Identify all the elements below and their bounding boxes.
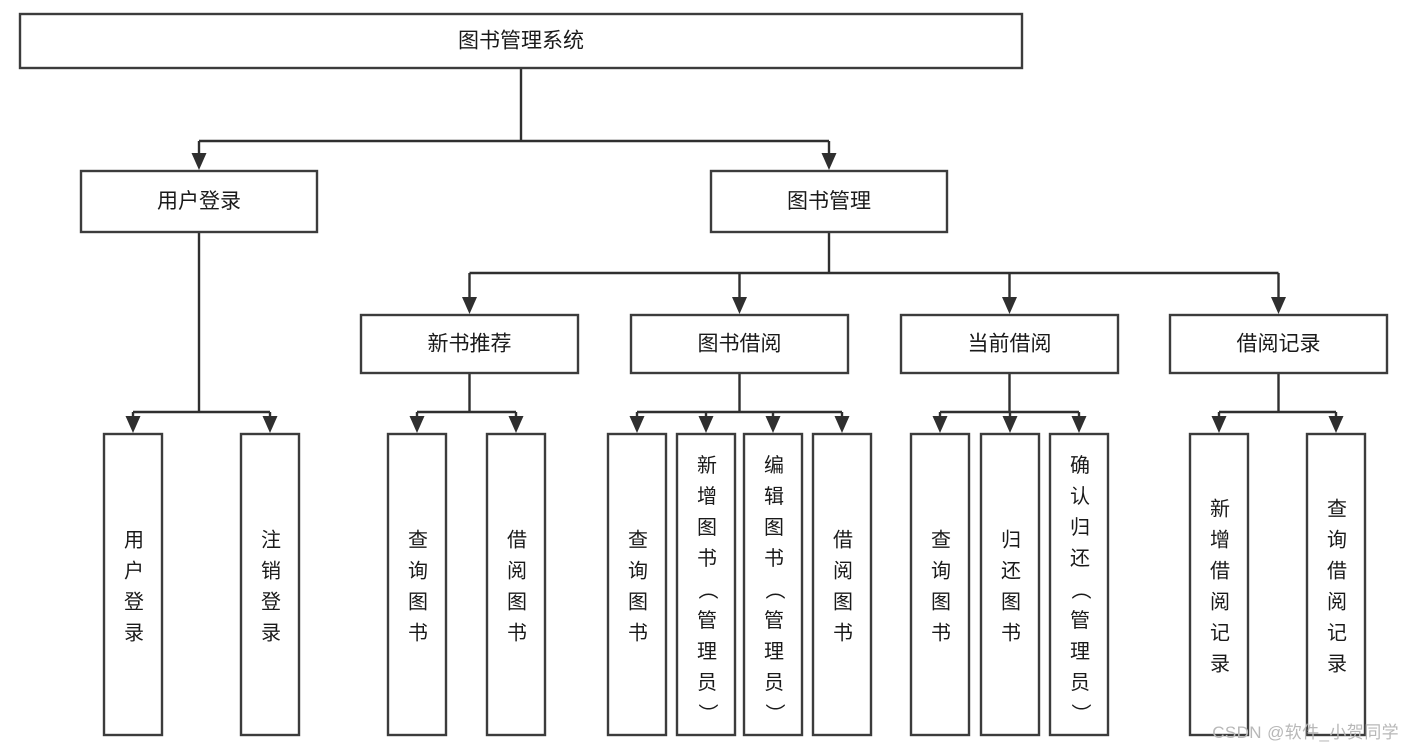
leaf-node[interactable]: 编辑图书（管理员） bbox=[742, 432, 804, 737]
node-layer: 图书管理系统用户登录图书管理新书推荐图书借阅当前借阅借阅记录用户登录注销登录查询… bbox=[18, 12, 1389, 737]
arrow-head-icon bbox=[409, 416, 425, 433]
arrow-head-icon bbox=[508, 416, 524, 433]
connector-layer bbox=[125, 68, 1344, 433]
leaf-rect bbox=[606, 432, 668, 737]
node-level3-3[interactable]: 借阅记录 bbox=[1168, 313, 1389, 375]
leaf-label: 确认归还（管理员） bbox=[1070, 454, 1091, 725]
leaf-node[interactable]: 借阅图书 bbox=[485, 432, 547, 737]
node-label: 图书管理 bbox=[787, 190, 871, 213]
node-level3-2[interactable]: 当前借阅 bbox=[899, 313, 1120, 375]
leaf-rect bbox=[485, 432, 547, 737]
leaf-label: 新增图书（管理员） bbox=[697, 454, 718, 725]
arrow-head-icon bbox=[1271, 297, 1286, 314]
leaf-rect bbox=[742, 432, 804, 737]
leaf-node[interactable]: 新增图书（管理员） bbox=[675, 432, 737, 737]
leaf-label: 归还图书 bbox=[1001, 529, 1021, 645]
leaf-rect bbox=[1048, 432, 1110, 737]
node-label: 用户登录 bbox=[157, 190, 241, 213]
node-label: 借阅记录 bbox=[1237, 333, 1321, 356]
leaf-rect bbox=[675, 432, 737, 737]
node-rect bbox=[79, 169, 319, 234]
leaf-node[interactable]: 查询图书 bbox=[606, 432, 668, 737]
node-root[interactable]: 图书管理系统 bbox=[18, 12, 1024, 70]
node-rect bbox=[359, 313, 580, 375]
leaf-rect bbox=[979, 432, 1041, 737]
leaf-node[interactable]: 确认归还（管理员） bbox=[1048, 432, 1110, 737]
node-label: 图书管理系统 bbox=[458, 30, 584, 53]
leaf-rect bbox=[102, 432, 164, 737]
leaf-label: 注销登录 bbox=[261, 529, 281, 645]
node-rect bbox=[18, 12, 1024, 70]
arrow-head-icon bbox=[1211, 416, 1227, 433]
leaf-node[interactable]: 查询图书 bbox=[909, 432, 971, 737]
node-label: 新书推荐 bbox=[428, 333, 512, 356]
leaf-label: 借阅图书 bbox=[833, 529, 853, 645]
arrow-head-icon bbox=[191, 153, 207, 170]
leaf-rect bbox=[1305, 432, 1367, 737]
node-rect bbox=[629, 313, 850, 375]
arrow-head-icon bbox=[732, 297, 747, 314]
leaf-node[interactable]: 新增借阅记录 bbox=[1188, 432, 1250, 737]
node-label: 图书借阅 bbox=[698, 333, 782, 356]
arrow-head-icon bbox=[462, 297, 477, 314]
leaf-node[interactable]: 查询借阅记录 bbox=[1305, 432, 1367, 737]
node-rect bbox=[709, 169, 949, 234]
leaf-rect bbox=[386, 432, 448, 737]
leaf-rect bbox=[909, 432, 971, 737]
leaf-label: 查询图书 bbox=[628, 529, 648, 645]
leaf-label: 借阅图书 bbox=[507, 529, 527, 645]
arrow-head-icon bbox=[1002, 297, 1017, 314]
node-level3-0[interactable]: 新书推荐 bbox=[359, 313, 580, 375]
arrow-head-icon bbox=[1002, 416, 1018, 433]
leaf-rect bbox=[811, 432, 873, 737]
leaf-node[interactable]: 用户登录 bbox=[102, 432, 164, 737]
arrow-head-icon bbox=[1071, 416, 1087, 433]
leaf-label: 查询图书 bbox=[931, 529, 951, 645]
node-level2-1[interactable]: 图书管理 bbox=[709, 169, 949, 234]
arrow-head-icon bbox=[821, 153, 837, 170]
leaf-node[interactable]: 归还图书 bbox=[979, 432, 1041, 737]
arrow-head-icon bbox=[698, 416, 714, 433]
leaf-rect bbox=[1188, 432, 1250, 737]
leaf-rect bbox=[239, 432, 301, 737]
leaf-node[interactable]: 注销登录 bbox=[239, 432, 301, 737]
leaf-node[interactable]: 借阅图书 bbox=[811, 432, 873, 737]
arrow-head-icon bbox=[834, 416, 850, 433]
leaf-label: 编辑图书（管理员） bbox=[764, 454, 785, 725]
arrow-head-icon bbox=[932, 416, 948, 433]
leaf-label: 查询借阅记录 bbox=[1327, 498, 1347, 676]
leaf-label: 新增借阅记录 bbox=[1210, 498, 1230, 676]
leaf-label: 用户登录 bbox=[124, 530, 144, 645]
node-level2-0[interactable]: 用户登录 bbox=[79, 169, 319, 234]
arrow-head-icon bbox=[1328, 416, 1344, 433]
arrow-head-icon bbox=[629, 416, 645, 433]
node-rect bbox=[1168, 313, 1389, 375]
leaf-node[interactable]: 查询图书 bbox=[386, 432, 448, 737]
arrow-head-icon bbox=[765, 416, 781, 433]
node-level3-1[interactable]: 图书借阅 bbox=[629, 313, 850, 375]
node-rect bbox=[899, 313, 1120, 375]
node-label: 当前借阅 bbox=[968, 333, 1052, 356]
leaf-label: 查询图书 bbox=[408, 529, 428, 645]
arrow-head-icon bbox=[262, 416, 278, 433]
arrow-head-icon bbox=[125, 416, 141, 433]
